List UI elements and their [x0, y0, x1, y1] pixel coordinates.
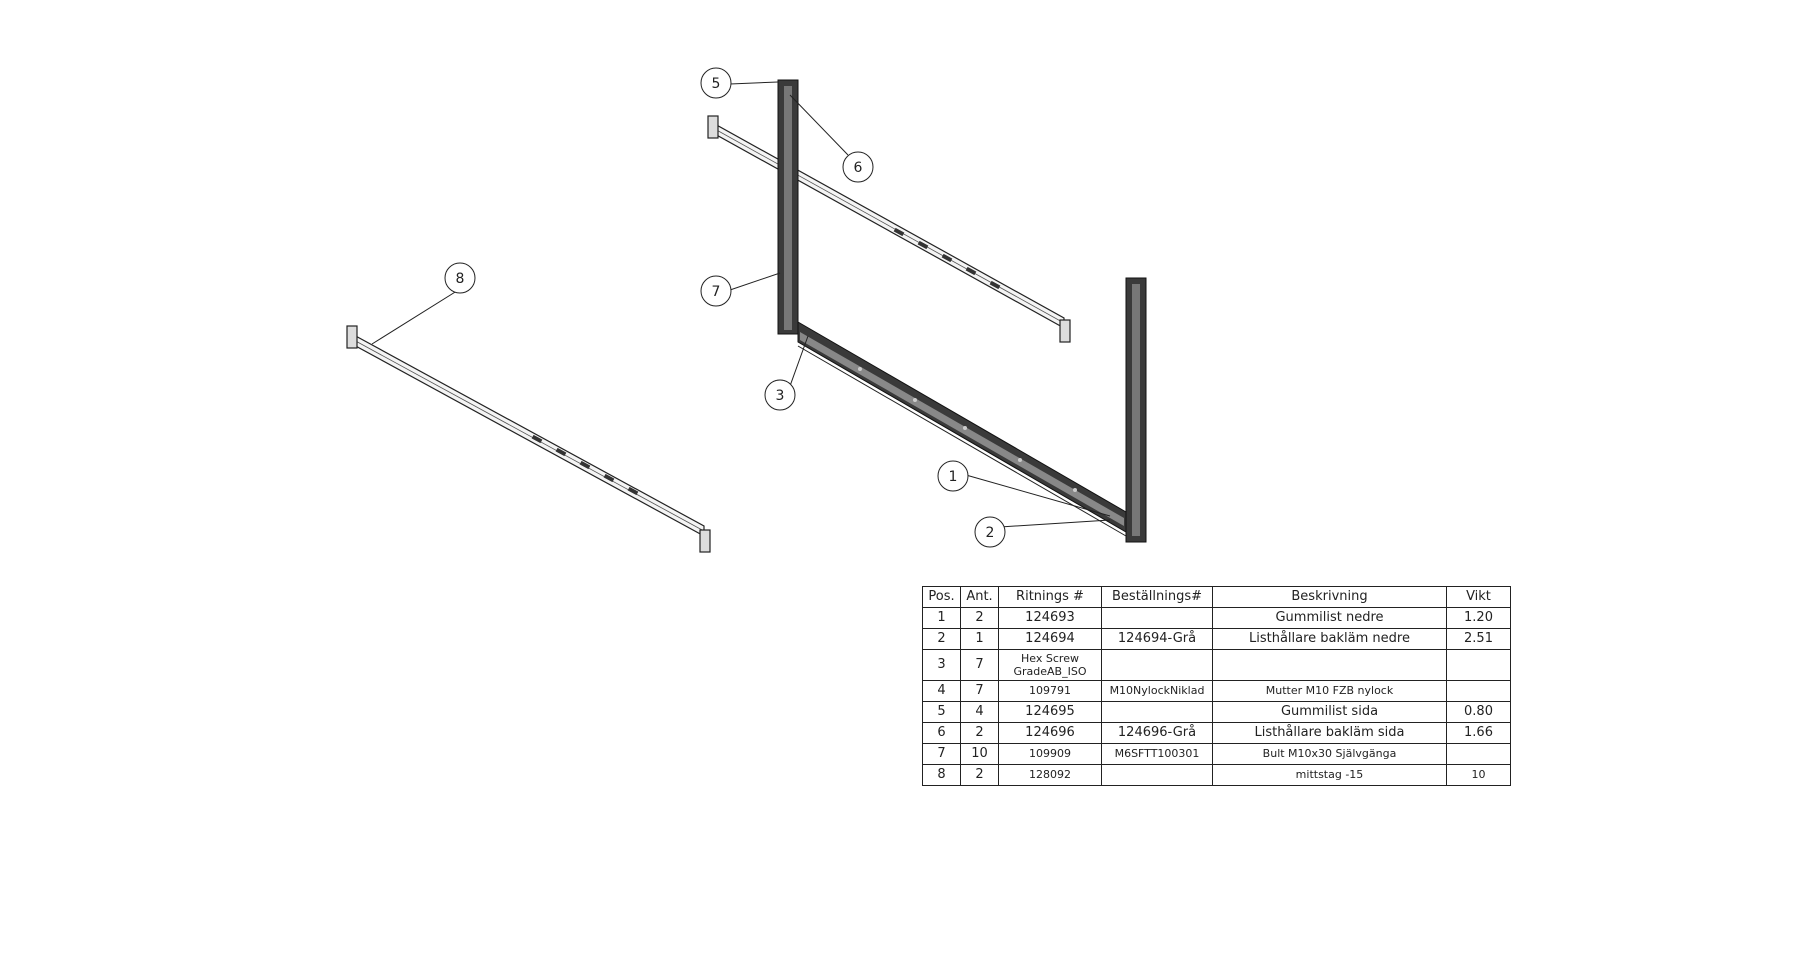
cell-vikt	[1446, 649, 1511, 681]
cell-vikt: 2.51	[1446, 628, 1511, 650]
table-row: 4 7 109791 M10NylockNiklad Mutter M10 FZ…	[922, 680, 1511, 702]
cell-ant: 7	[960, 649, 999, 681]
bill-of-materials: Pos. Ant. Ritnings # Beställnings# Beskr…	[922, 586, 1511, 786]
cell-ant: 2	[960, 607, 999, 629]
svg-text:3: 3	[776, 388, 785, 404]
balloon-1: 1	[937, 460, 969, 492]
cell-pos: 6	[922, 722, 961, 744]
cell-pos: 1	[922, 607, 961, 629]
cell-pos: 8	[922, 764, 961, 786]
header-ant: Ant.	[960, 586, 999, 608]
cell-ant: 4	[960, 701, 999, 723]
cell-vikt	[1446, 743, 1511, 765]
cell-ritning: 124696	[998, 722, 1102, 744]
balloon-7: 7	[700, 275, 732, 307]
cell-ritning: 124695	[998, 701, 1102, 723]
header-bestallnings: Beställnings#	[1101, 586, 1213, 608]
balloon-3: 3	[764, 379, 796, 411]
strut-part-6	[707, 115, 1071, 343]
cell-bestallning	[1101, 607, 1213, 629]
cell-beskrivning: Listhållare bakläm sida	[1212, 722, 1447, 744]
cell-ritning: 109909	[998, 743, 1102, 765]
table-row: 8 2 128092 mittstag -15 10	[922, 764, 1511, 786]
cell-ant: 2	[960, 764, 999, 786]
cell-beskrivning	[1212, 649, 1447, 681]
cell-pos: 3	[922, 649, 961, 681]
table-row: 3 7 Hex Screw GradeAB_ISO	[922, 649, 1511, 681]
cell-beskrivning: Bult M10x30 Självgänga	[1212, 743, 1447, 765]
frame-left-profile	[777, 79, 799, 335]
table-row: 2 1 124694 124694-Grå Listhållare bakläm…	[922, 628, 1511, 650]
cell-ritning: 124694	[998, 628, 1102, 650]
header-pos: Pos.	[922, 586, 961, 608]
cell-ritning: 109791	[998, 680, 1102, 702]
cell-bestallning	[1101, 649, 1213, 681]
cell-vikt: 1.20	[1446, 607, 1511, 629]
cell-ritning: 124693	[998, 607, 1102, 629]
leader-lines	[371, 81, 1111, 528]
strut-part-8	[346, 325, 711, 553]
cell-bestallning: M10NylockNiklad	[1101, 680, 1213, 702]
svg-text:1: 1	[949, 469, 958, 485]
table-row: 7 10 109909 M6SFTT100301 Bult M10x30 Sjä…	[922, 743, 1511, 765]
cell-ritning: Hex Screw GradeAB_ISO	[998, 649, 1102, 681]
frame-bottom-profile	[797, 321, 1127, 537]
cell-bestallning	[1101, 764, 1213, 786]
svg-text:5: 5	[712, 76, 721, 92]
svg-text:8: 8	[456, 271, 465, 287]
table-row: 6 2 124696 124696-Grå Listhållare bakläm…	[922, 722, 1511, 744]
cell-beskrivning: Listhållare bakläm nedre	[1212, 628, 1447, 650]
cell-beskrivning: Gummilist nedre	[1212, 607, 1447, 629]
cell-pos: 7	[922, 743, 961, 765]
bom-header-row: Pos. Ant. Ritnings # Beställnings# Beskr…	[922, 586, 1511, 608]
cell-pos: 5	[922, 701, 961, 723]
table-row: 1 2 124693 Gummilist nedre 1.20	[922, 607, 1511, 629]
cell-bestallning: 124696-Grå	[1101, 722, 1213, 744]
cell-beskrivning: mittstag -15	[1212, 764, 1447, 786]
cell-ant: 1	[960, 628, 999, 650]
cell-beskrivning: Mutter M10 FZB nylock	[1212, 680, 1447, 702]
header-vikt: Vikt	[1446, 586, 1511, 608]
table-row: 5 4 124695 Gummilist sida 0.80	[922, 701, 1511, 723]
balloon-2: 2	[974, 516, 1006, 548]
cell-vikt: 1.66	[1446, 722, 1511, 744]
header-ritnings: Ritnings #	[998, 586, 1102, 608]
cell-vikt	[1446, 680, 1511, 702]
cell-bestallning: M6SFTT100301	[1101, 743, 1213, 765]
svg-text:6: 6	[854, 160, 863, 176]
cell-vikt: 0.80	[1446, 701, 1511, 723]
cell-ant: 2	[960, 722, 999, 744]
balloon-6: 6	[842, 151, 874, 183]
cell-ant: 10	[960, 743, 999, 765]
cell-ritning: 128092	[998, 764, 1102, 786]
cell-beskrivning: Gummilist sida	[1212, 701, 1447, 723]
balloon-8: 8	[444, 262, 476, 294]
cell-ant: 7	[960, 680, 999, 702]
header-beskrivning: Beskrivning	[1212, 586, 1447, 608]
frame-right-profile	[1125, 277, 1147, 543]
cell-pos: 2	[922, 628, 961, 650]
svg-text:2: 2	[986, 525, 995, 541]
cell-bestallning	[1101, 701, 1213, 723]
cell-bestallning: 124694-Grå	[1101, 628, 1213, 650]
svg-text:7: 7	[712, 284, 721, 300]
cell-pos: 4	[922, 680, 961, 702]
cell-vikt: 10	[1446, 764, 1511, 786]
balloon-5: 5	[700, 67, 732, 99]
